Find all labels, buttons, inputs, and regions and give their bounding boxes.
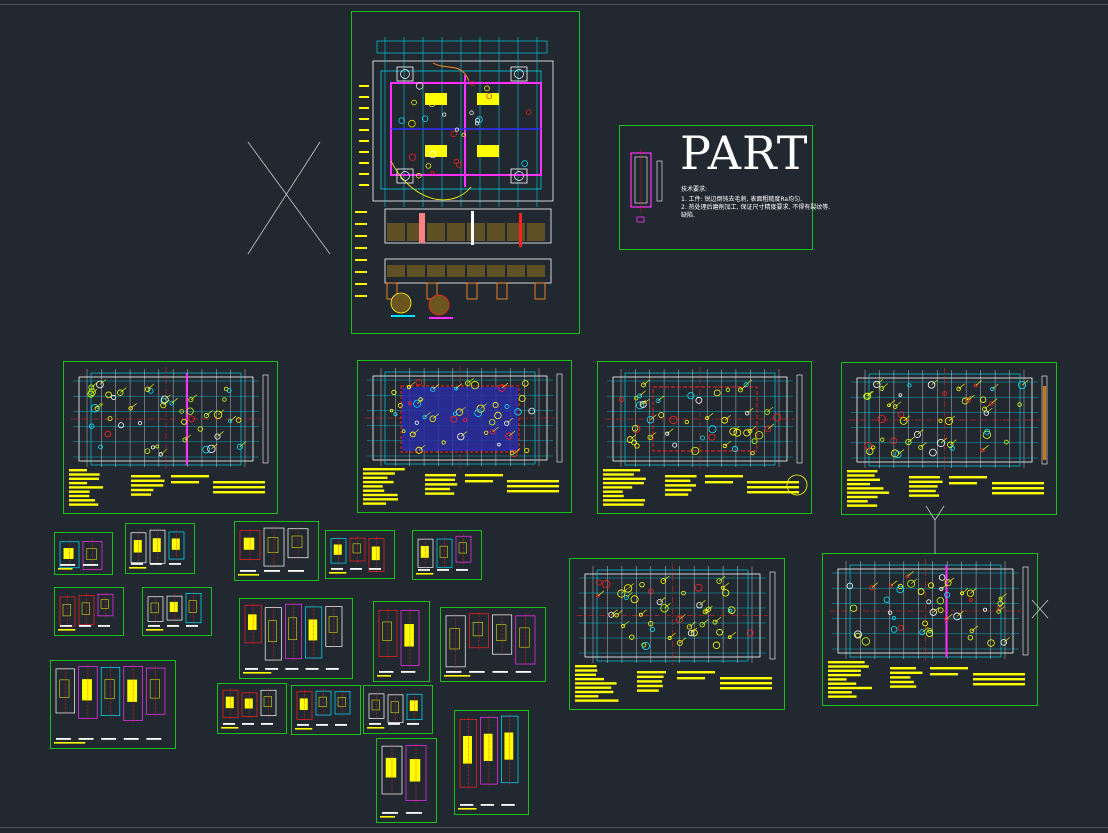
sheet-plate-6-frame <box>822 553 1038 706</box>
sheet-plate-4[interactable] <box>841 362 1057 515</box>
sheet-plate-4-frame <box>841 362 1057 515</box>
sheet-detail-12-frame <box>217 683 287 734</box>
sheet-detail-2-frame <box>125 523 195 574</box>
sheet-detail-9-frame <box>373 601 430 682</box>
sheet-plate-6[interactable] <box>822 553 1038 706</box>
sheet-plate-3-frame <box>597 361 812 514</box>
part-note-3: 2. 热处理后磨削加工, 保证尺寸精度要求, 不得有裂纹等. <box>681 204 831 211</box>
part-note-1: 技术要求: <box>681 186 708 193</box>
sheet-detail-3-frame <box>234 521 319 581</box>
sheet-detail-2[interactable] <box>125 523 195 574</box>
sheet-plate-5-frame <box>569 558 785 710</box>
sheet-detail-11[interactable] <box>50 660 176 749</box>
top-border-line <box>0 4 1108 5</box>
ucs-y-marker <box>925 505 945 554</box>
sheet-main-assembly[interactable] <box>351 11 580 334</box>
sheet-plate-2-frame <box>357 360 572 513</box>
sheet-detail-6[interactable] <box>54 587 124 636</box>
cross-marker-small <box>1031 599 1049 619</box>
sheet-detail-14-frame <box>363 685 433 734</box>
sheet-detail-3[interactable] <box>234 521 319 581</box>
sheet-detail-1-frame <box>54 532 113 575</box>
sheet-detail-5-frame <box>412 530 482 580</box>
sheet-detail-7-frame <box>142 587 212 636</box>
sheet-main-assembly-frame <box>351 11 580 334</box>
sheet-detail-13-frame <box>291 685 361 735</box>
cross-marker-large <box>247 141 331 255</box>
sheet-detail-1[interactable] <box>54 532 113 575</box>
sheet-plate-1-frame <box>63 361 278 514</box>
sheet-part-title[interactable] <box>619 125 813 250</box>
sheet-detail-7[interactable] <box>142 587 212 636</box>
sheet-detail-13[interactable] <box>291 685 361 735</box>
sheet-detail-9[interactable] <box>373 601 430 682</box>
sheet-plate-2[interactable] <box>357 360 572 513</box>
part-note-2: 1. 工件: 锐边倒钝去毛刺, 表面粗糙度Ra均匀. <box>681 196 802 203</box>
part-title: PART <box>680 126 809 180</box>
sheet-plate-3[interactable] <box>597 361 812 514</box>
sheet-plate-1[interactable] <box>63 361 278 514</box>
sheet-detail-11-frame <box>50 660 176 749</box>
sheet-detail-8[interactable] <box>239 598 353 679</box>
sheet-detail-10[interactable] <box>440 607 546 682</box>
sheet-detail-16-frame <box>454 710 529 815</box>
sheet-detail-4-frame <box>325 530 395 579</box>
sheet-detail-14[interactable] <box>363 685 433 734</box>
sheet-detail-5[interactable] <box>412 530 482 580</box>
sheet-detail-15[interactable] <box>376 738 437 823</box>
sheet-detail-8-frame <box>239 598 353 679</box>
sheet-part-title-frame <box>619 125 813 250</box>
sheet-detail-6-frame <box>54 587 124 636</box>
sheet-detail-16[interactable] <box>454 710 529 815</box>
sheet-detail-4[interactable] <box>325 530 395 579</box>
sheet-detail-12[interactable] <box>217 683 287 734</box>
part-note-4: 缺陷. <box>681 212 695 219</box>
sheet-plate-5[interactable] <box>569 558 785 710</box>
sheet-detail-10-frame <box>440 607 546 682</box>
sheet-detail-15-frame <box>376 738 437 823</box>
bottom-border-line <box>0 827 1108 828</box>
